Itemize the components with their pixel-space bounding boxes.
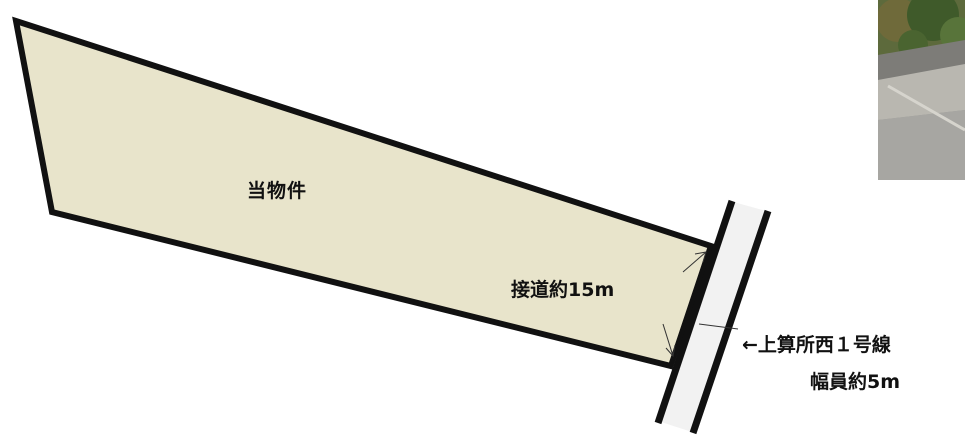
road-edge-left [654, 199, 736, 425]
road-width-label: 幅員約5m [810, 371, 901, 393]
street-photo [878, 0, 965, 180]
road-name-label: ←上算所西１号線 [742, 334, 891, 356]
road-edge-right [689, 209, 772, 435]
frontage-arrow-top [682, 251, 707, 273]
frontage-arrow-bottom [662, 323, 676, 358]
property-lot [12, 16, 715, 370]
road-strip [655, 201, 770, 433]
property-label: 当物件 [247, 180, 308, 202]
frontage-label: 接道約15m [511, 279, 615, 301]
road-width-tick [698, 323, 739, 330]
